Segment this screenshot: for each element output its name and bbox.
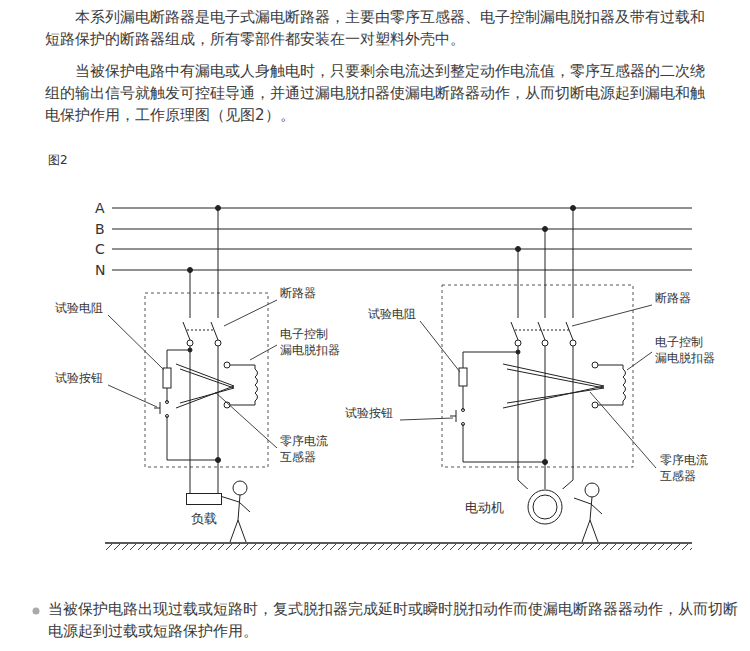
phase-label: B <box>95 221 105 237</box>
bus-lines <box>112 208 692 270</box>
part-label: 零序电流 互感器 <box>280 433 350 465</box>
ground-line <box>105 542 692 544</box>
part-label: 零序电流 互感器 <box>660 452 732 484</box>
phase-label: A <box>95 200 105 216</box>
part-label: 试验按钮 <box>55 370 103 386</box>
person-figure <box>220 481 602 542</box>
leader-lines <box>108 300 656 468</box>
part-label: 断路器 <box>655 290 691 306</box>
part-label: 电子控制 漏电脱扣器 <box>280 326 360 358</box>
phase-label: N <box>95 262 105 278</box>
motor-outline <box>527 489 563 525</box>
part-label: 断路器 <box>280 285 316 301</box>
node-label: 电动机 <box>465 499 504 517</box>
load-box: 负载 <box>186 493 222 505</box>
node-label: 负载 <box>191 510 217 528</box>
breaker-housing <box>145 293 268 467</box>
motor-symbol: 电动机 <box>527 489 563 525</box>
bullet-dot <box>33 608 40 615</box>
paragraph: 当被保护电路中有漏电或人身触电时，只要剩余电流达到整定动作电流值，零序互感器的二… <box>45 60 713 126</box>
right-circuit <box>450 206 626 494</box>
part-label: 电子控制 漏电脱扣器 <box>655 334 735 366</box>
left-circuit <box>154 206 258 494</box>
part-label: 试验电阻 <box>368 306 416 322</box>
part-label: 试验电阻 <box>55 300 103 316</box>
bullet-note: 当被保护电路出现过载或短路时，复式脱扣器完成延时或瞬时脱扣动作而使漏电断路器器动… <box>48 598 738 642</box>
paragraph: 本系列漏电断路器是电子式漏电断路器，主要由零序互感器、电子控制漏电脱扣器及带有过… <box>45 6 713 50</box>
phase-label: C <box>95 241 105 257</box>
figure-number: 图2 <box>48 152 68 168</box>
part-label: 试验按钮 <box>345 405 393 421</box>
ground-hatch <box>105 544 692 550</box>
breaker-housing <box>442 285 633 467</box>
